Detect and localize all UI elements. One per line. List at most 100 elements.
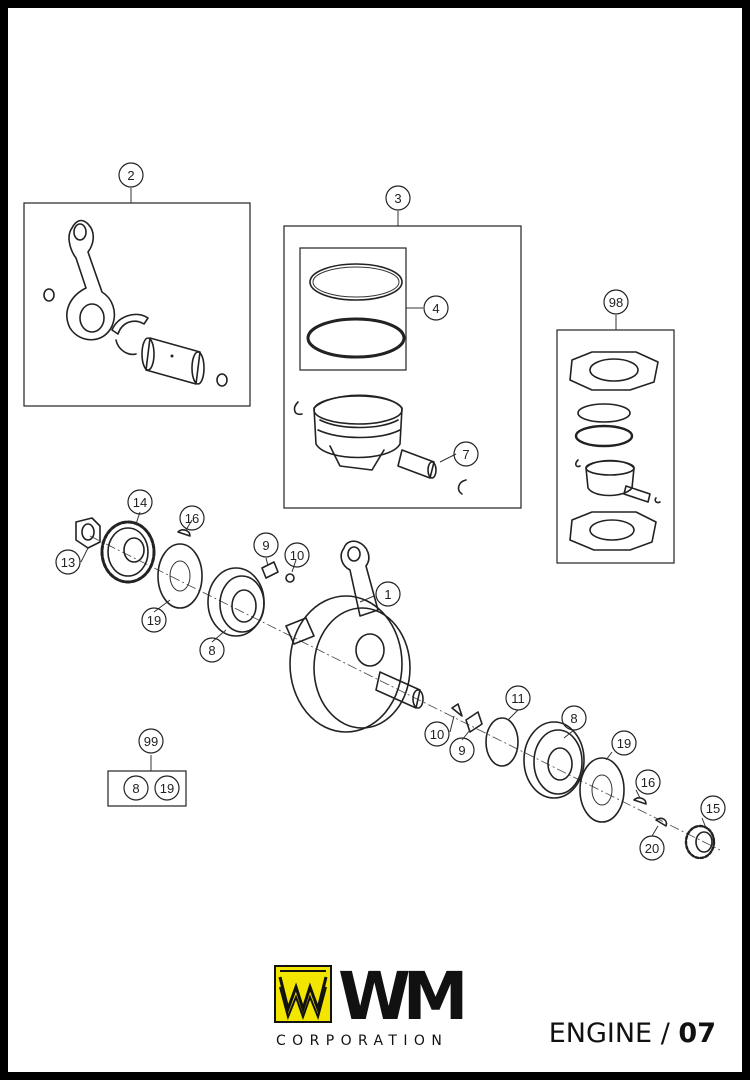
connecting-rod	[66, 219, 116, 341]
primary-gear	[684, 824, 716, 860]
woodruff-key	[633, 797, 647, 805]
shim-ring	[485, 717, 519, 767]
crank-web	[289, 595, 403, 733]
group-gasket-kit	[556, 315, 675, 564]
svg-text:10: 10	[290, 548, 304, 563]
diagram-sheet: 1 2 3 4 7 98 14 16 13 19 8 9 10 11 8 10 …	[8, 8, 742, 1072]
svg-text:10: 10	[430, 727, 444, 742]
callout-8: 8	[123, 775, 149, 801]
svg-text:99: 99	[144, 734, 158, 749]
section-name: ENGINE	[548, 1018, 653, 1049]
svg-text:11: 11	[511, 691, 525, 706]
piston-ring	[574, 424, 634, 448]
piston-ring	[577, 403, 631, 423]
callouts: 1 2 3 4 7 98 14 16 13 19 8 9 10 11 8 10 …	[55, 162, 726, 861]
callout-leaders	[80, 453, 707, 837]
callout-7: 7	[453, 441, 479, 467]
section-label: ENGINE / 07	[549, 1018, 716, 1049]
piston	[313, 394, 403, 459]
pin-clip	[293, 401, 303, 416]
shim-washer	[579, 757, 625, 823]
brand-subtitle: CORPORATION	[276, 1033, 449, 1049]
woodruff-key	[177, 529, 191, 537]
piston-ring	[306, 317, 406, 359]
svg-text:19: 19	[147, 613, 161, 628]
bolt	[285, 573, 295, 583]
svg-text:8: 8	[570, 711, 577, 726]
callout-19: 19	[154, 775, 180, 801]
svg-text:20: 20	[645, 841, 659, 856]
callout-10: 10	[284, 542, 310, 568]
callout-15: 15	[700, 795, 726, 821]
callout-8: 8	[561, 705, 587, 731]
crank-nut	[75, 517, 101, 549]
svg-text:15: 15	[706, 801, 720, 816]
callout-19: 19	[611, 730, 637, 756]
oil-plate	[261, 561, 279, 579]
group-piston-kit	[283, 211, 522, 509]
shim-washer	[157, 543, 203, 609]
section-number: 07	[678, 1018, 716, 1049]
svg-text:14: 14	[133, 495, 147, 510]
piston-ring	[309, 263, 403, 301]
callout-2: 2	[118, 162, 144, 188]
connecting-rod	[340, 540, 379, 617]
callout-16: 16	[635, 769, 661, 795]
exploded-parts-drawing: 1 2 3 4 7 98 14 16 13 19 8 9 10 11 8 10 …	[23, 162, 726, 861]
section-separator: /	[660, 1018, 670, 1049]
svg-text:13: 13	[61, 555, 75, 570]
svg-text:7: 7	[462, 447, 469, 462]
base-gasket	[569, 511, 657, 551]
group-bearing-kit	[107, 755, 187, 807]
timing-gear	[100, 520, 156, 584]
callout-1: 1	[375, 581, 401, 607]
clip-ring	[216, 373, 228, 387]
wm-corporation-logo: WM CORPORATION	[274, 961, 484, 1055]
callout-3: 3	[385, 185, 411, 211]
crank-stub	[285, 617, 315, 645]
group-crankshaft	[75, 517, 721, 860]
svg-text:9: 9	[262, 538, 269, 553]
callout-10: 10	[424, 721, 450, 747]
piston	[585, 459, 635, 497]
bolt	[451, 703, 463, 717]
woodruff-key	[655, 817, 668, 827]
svg-text:8: 8	[132, 781, 139, 796]
callout-11: 11	[505, 685, 531, 711]
oil-plate	[465, 711, 483, 733]
svg-text:19: 19	[160, 781, 174, 796]
callout-19: 19	[141, 607, 167, 633]
svg-text:98: 98	[609, 295, 623, 310]
callout-8: 8	[199, 637, 225, 663]
callout-99: 99	[138, 728, 164, 754]
svg-text:16: 16	[185, 511, 199, 526]
main-bearing	[523, 721, 585, 799]
kit-frame-3	[283, 225, 522, 509]
clip-ring	[43, 288, 55, 302]
svg-text:1: 1	[384, 587, 391, 602]
head-gasket	[569, 351, 659, 391]
callout-9: 9	[449, 737, 475, 763]
callout-14: 14	[127, 489, 153, 515]
wm-logo-mark	[274, 965, 332, 1023]
svg-text:2: 2	[127, 168, 134, 183]
brand-wordmark: WM	[338, 958, 469, 1035]
svg-text:19: 19	[617, 736, 631, 751]
callout-9: 9	[253, 532, 279, 558]
kit-frame-4	[299, 247, 407, 371]
callout-16: 16	[179, 505, 205, 531]
callout-20: 20	[639, 835, 665, 861]
svg-text:16: 16	[641, 775, 655, 790]
svg-text:3: 3	[394, 191, 401, 206]
callout-98: 98	[603, 289, 629, 315]
kit-frame-99	[107, 770, 187, 807]
group-connecting-rod-kit	[23, 188, 251, 407]
kit-frame-98	[556, 329, 675, 564]
rod-bearing	[111, 313, 149, 335]
svg-text:8: 8	[208, 643, 215, 658]
callout-4: 4	[423, 295, 449, 321]
callout-13: 13	[55, 549, 81, 575]
svg-text:9: 9	[458, 743, 465, 758]
kit-frame-2	[23, 202, 251, 407]
svg-text:4: 4	[432, 301, 439, 316]
